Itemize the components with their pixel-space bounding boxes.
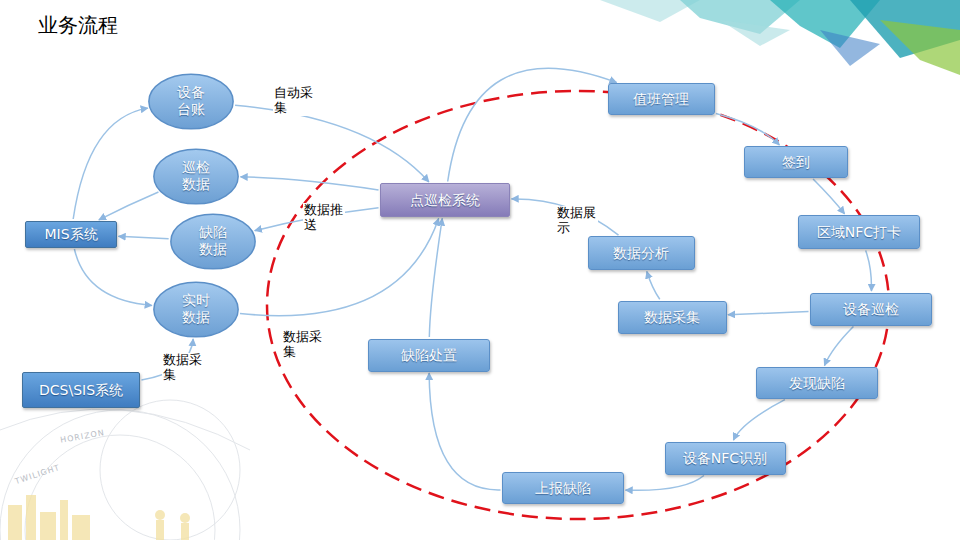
node-label: 发现缺陷 xyxy=(789,375,845,392)
process-box: 值班管理 xyxy=(608,83,715,115)
scope-dashed-ellipse xyxy=(267,91,889,519)
node-label: 缺陷数据 xyxy=(199,224,228,258)
node-label: MIS系统 xyxy=(44,226,97,243)
ellipse-node: 实时数据 xyxy=(153,281,239,338)
connector xyxy=(716,113,779,144)
ellipse-node: 设备台账 xyxy=(148,73,234,130)
node-label: 区域NFC打卡 xyxy=(817,224,901,241)
edge-label: 数据展示 xyxy=(556,206,598,236)
process-box: 设备NFC识别 xyxy=(665,442,786,475)
edge-label: 数据推送 xyxy=(303,203,345,233)
ellipse-node: 巡检数据 xyxy=(153,148,239,205)
connector xyxy=(824,327,853,366)
connector xyxy=(448,68,617,181)
process-box: 设备巡检 xyxy=(810,293,932,326)
node-label: 设备台账 xyxy=(177,84,206,118)
connector xyxy=(511,199,618,235)
corner-shape xyxy=(820,30,880,66)
core-system-box: 点巡检系统 xyxy=(380,183,510,217)
connector xyxy=(118,236,168,238)
system-box: DCS\SIS系统 xyxy=(22,372,140,408)
background-arcs xyxy=(0,400,250,540)
connector xyxy=(235,105,429,182)
edge-label: 自动采集 xyxy=(273,86,315,116)
edge-label: 数据采集 xyxy=(282,330,324,360)
node-label: 上报缺陷 xyxy=(535,480,591,497)
node-label: 巡检数据 xyxy=(182,159,211,193)
process-box: 缺陷处置 xyxy=(368,339,490,372)
node-label: 值班管理 xyxy=(633,91,689,108)
connector xyxy=(74,249,151,305)
connector xyxy=(733,400,784,440)
node-label: 实时数据 xyxy=(182,292,211,326)
node-label: 签到 xyxy=(782,154,810,171)
connector xyxy=(429,373,500,490)
node-label: DCS\SIS系统 xyxy=(39,382,123,399)
node-label: 设备巡检 xyxy=(843,301,899,318)
process-box: 上报缺陷 xyxy=(502,472,624,504)
node-label: 设备NFC识别 xyxy=(683,450,767,467)
connector xyxy=(813,179,845,214)
node-label: 缺陷处置 xyxy=(401,347,457,364)
process-box: 数据分析 xyxy=(588,236,695,270)
corner-shape xyxy=(720,20,790,46)
connector xyxy=(429,218,442,337)
skyline xyxy=(8,495,190,540)
connector xyxy=(625,475,703,490)
corner-shape xyxy=(880,20,960,75)
connector xyxy=(866,250,872,291)
connector xyxy=(728,312,809,315)
connector xyxy=(240,177,378,190)
ellipse-node: 缺陷数据 xyxy=(170,213,256,270)
slide-title: 业务流程 xyxy=(38,12,118,39)
node-label: 数据分析 xyxy=(613,245,669,262)
connector xyxy=(647,271,660,299)
node-label: 点巡检系统 xyxy=(410,192,480,209)
process-box: 数据采集 xyxy=(618,301,727,334)
connector xyxy=(99,192,159,220)
system-box: MIS系统 xyxy=(25,221,117,248)
edge-label: 数据采集 xyxy=(162,353,204,383)
process-box: 发现缺陷 xyxy=(756,367,878,399)
node-label: 数据采集 xyxy=(644,309,700,326)
connector xyxy=(240,218,439,315)
process-box: 签到 xyxy=(744,146,848,178)
process-box: 区域NFC打卡 xyxy=(798,215,920,249)
